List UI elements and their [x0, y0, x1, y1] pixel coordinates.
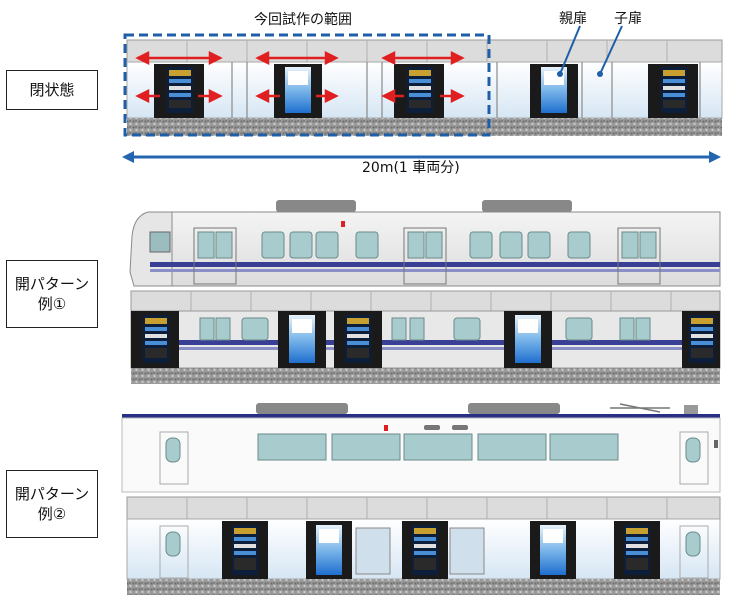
open-pattern-2-line2: 例②	[37, 505, 67, 523]
prototype-scope-caption: 今回試作の範囲	[254, 12, 352, 28]
door-movement-arrows	[135, 50, 465, 104]
open-pattern-2-label: 開パターン 例②	[6, 470, 98, 538]
vehicle-length-arrow	[122, 151, 721, 163]
open-pattern-2-row	[121, 403, 721, 595]
vehicle-length-caption: 20m(1 車両分)	[362, 160, 460, 176]
prototype-scope-box	[123, 33, 491, 137]
door-screen	[154, 64, 204, 118]
door-screen	[530, 64, 578, 118]
child-door-caption: 子扉	[614, 11, 642, 27]
parent-door-caption: 親扉	[559, 11, 587, 27]
open-pattern-1-line1: 開パターン	[14, 274, 90, 293]
door-screen	[648, 64, 698, 118]
open-pattern-1-row	[129, 200, 721, 384]
door-screen	[274, 64, 322, 118]
closed-state-label: 閉状態	[6, 70, 98, 110]
open-pattern-1-label: 開パターン 例①	[6, 260, 98, 328]
door-screen	[394, 64, 444, 118]
open-pattern-2-line1: 開パターン	[14, 484, 90, 503]
open-pattern-1-line2: 例①	[37, 295, 67, 313]
closed-state-row	[123, 25, 723, 137]
closed-state-text: 閉状態	[29, 80, 75, 99]
